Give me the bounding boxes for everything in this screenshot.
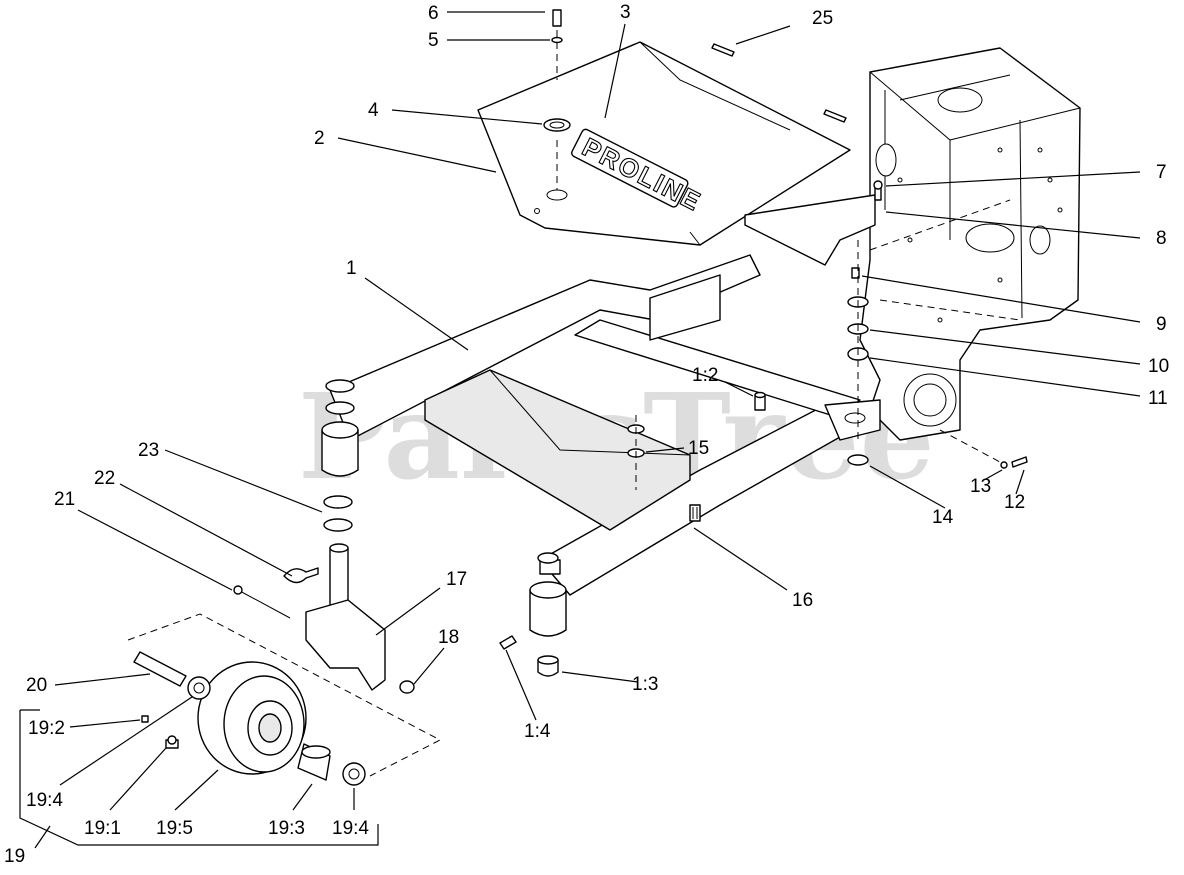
callout-7: 7	[1156, 162, 1167, 183]
callout-1-3: 1:3	[632, 674, 658, 695]
callout-18: 18	[438, 627, 459, 648]
callout-12: 12	[1004, 492, 1025, 513]
main-frame	[321, 254, 881, 677]
callout-19-4-left: 19:4	[26, 790, 63, 811]
callout-4: 4	[368, 100, 379, 121]
callout-1-2: 1:2	[692, 365, 718, 386]
callout-8: 8	[1156, 228, 1167, 249]
callout-11: 11	[1148, 388, 1168, 409]
frame-housing	[859, 47, 1081, 441]
callout-23: 23	[138, 440, 159, 461]
callout-17: 17	[446, 569, 467, 590]
leader-lines	[19, 11, 1141, 849]
callout-19-3: 19:3	[268, 818, 305, 839]
callout-3: 3	[620, 2, 631, 23]
callout-22: 22	[94, 468, 115, 489]
callout-19: 19	[4, 846, 25, 867]
callout-1-4: 1:4	[524, 721, 551, 742]
spacers	[627, 415, 645, 490]
caster-assembly	[127, 495, 442, 786]
callout-19-2: 19:2	[28, 718, 65, 739]
hood-cover: PROLINE	[477, 9, 876, 266]
callout-19-1: 19:1	[84, 818, 121, 839]
callout-14: 14	[932, 507, 954, 528]
callout-21: 21	[54, 489, 75, 510]
callout-19-5: 19:5	[156, 818, 193, 839]
callout-2: 2	[314, 128, 325, 149]
callout-9: 9	[1156, 314, 1167, 335]
callout-5: 5	[428, 30, 439, 51]
callout-25: 25	[812, 8, 833, 29]
callout-15: 15	[688, 438, 709, 459]
callout-labels: 6 5 3 25 4 2 1 7 8 9 10 11 1:2 15 13 12 …	[4, 2, 1169, 867]
callout-1: 1	[346, 258, 357, 279]
callout-6: 6	[428, 3, 439, 24]
callout-10: 10	[1148, 356, 1169, 377]
callout-20: 20	[26, 675, 47, 696]
callout-16: 16	[792, 590, 813, 611]
callout-19-4-right: 19:4	[332, 818, 369, 839]
pivot-stack	[847, 180, 1028, 469]
callout-13: 13	[970, 476, 991, 497]
